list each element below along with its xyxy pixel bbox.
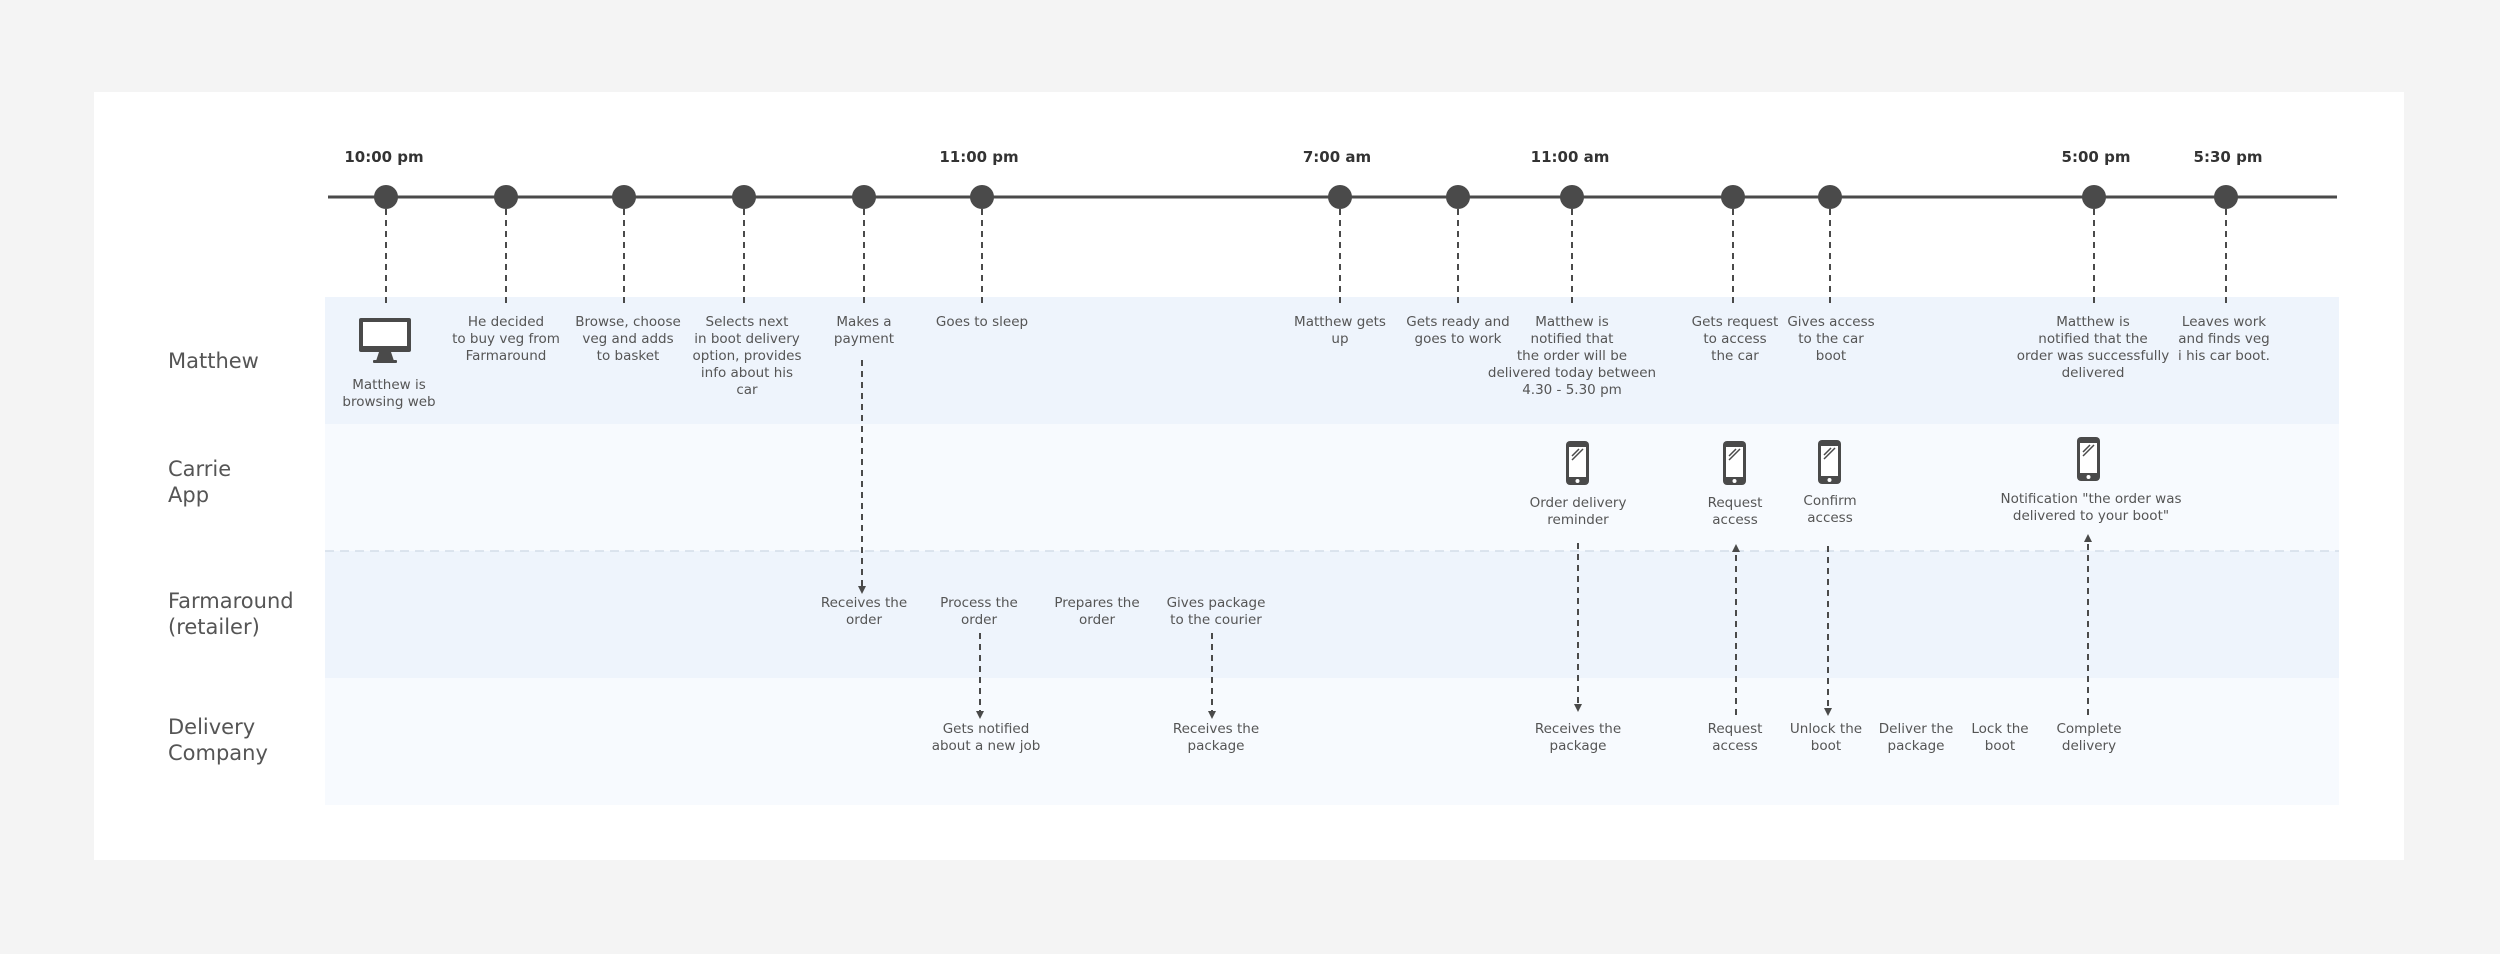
time-label-11am: 11:00 am (1530, 148, 1610, 166)
lane-band-delivery (325, 678, 2339, 805)
lane-band-farmaround (325, 551, 2339, 678)
step-matthew-notified-delivered: Matthew is notified that the order was s… (2016, 314, 2170, 381)
timeline-node (1446, 185, 1470, 209)
step-matthew-ready: Gets ready and goes to work (1406, 314, 1510, 347)
timeline-node (612, 185, 636, 209)
step-retailer-prepares-order: Prepares the order (1054, 595, 1140, 628)
desktop-icon (359, 318, 411, 363)
timeline-node (1560, 185, 1584, 209)
timeline-node (2082, 185, 2106, 209)
timeline-node (2214, 185, 2238, 209)
lane-band-matthew (325, 297, 2339, 424)
step-matthew-payment: Makes a payment (833, 314, 895, 347)
step-matthew-decided: He decided to buy veg from Farmaround (452, 314, 560, 364)
step-matthew-notified: Matthew is notified that the order will … (1487, 314, 1657, 398)
step-delivery-unlock: Unlock the boot (1789, 721, 1863, 754)
timeline-node (852, 185, 876, 209)
timeline-node (374, 185, 398, 209)
step-retailer-gives-package: Gives package to the courier (1166, 595, 1266, 628)
step-matthew-browsing: Matthew is browsing web (342, 377, 436, 410)
time-label-7am: 7:00 am (1302, 148, 1372, 166)
time-label-530pm: 5:30 pm (2193, 148, 2263, 166)
step-delivery-receives-package: Receives the package (1172, 721, 1260, 754)
step-delivery-receives-package-2: Receives the package (1534, 721, 1622, 754)
step-delivery-lock: Lock the boot (1971, 721, 2029, 754)
step-matthew-browse: Browse, choose veg and adds to basket (575, 314, 681, 364)
step-app-confirm-access: Confirm access (1803, 493, 1857, 526)
lane-band-carrie-app (325, 424, 2339, 551)
timeline-node (494, 185, 518, 209)
time-label-5pm: 5:00 pm (2061, 148, 2131, 166)
timeline-node (1328, 185, 1352, 209)
mobile-phone-icon (2077, 437, 2100, 481)
step-matthew-gets-up: Matthew gets up (1294, 314, 1386, 347)
time-label-10pm: 10:00 pm (344, 148, 424, 166)
time-label-11pm: 11:00 pm (939, 148, 1019, 166)
step-retailer-receives-order: Receives the order (820, 595, 908, 628)
lane-label-delivery: Delivery Company (168, 715, 268, 765)
lane-label-carrie-app: Carrie App (168, 457, 232, 507)
timeline-node (970, 185, 994, 209)
mobile-phone-icon (1566, 441, 1589, 485)
step-delivery-notified-job: Gets notified about a new job (931, 721, 1041, 754)
step-matthew-gives-access: Gives access to the car boot (1787, 314, 1875, 364)
step-matthew-selects: Selects next in boot delivery option, pr… (692, 314, 802, 398)
step-retailer-process-order: Process the order (940, 595, 1018, 628)
step-matthew-sleep: Goes to sleep (935, 314, 1029, 330)
timeline-node (1721, 185, 1745, 209)
step-delivery-deliver: Deliver the package (1878, 721, 1954, 754)
timeline-node (732, 185, 756, 209)
step-delivery-request-access: Request access (1707, 721, 1763, 754)
lane-label-matthew: Matthew (168, 349, 259, 373)
step-app-notification: Notification "the order was delivered to… (2000, 491, 2182, 524)
step-delivery-complete: Complete delivery (2056, 721, 2122, 754)
step-app-reminder: Order delivery reminder (1529, 495, 1627, 528)
mobile-phone-icon (1818, 440, 1841, 484)
mobile-phone-icon (1723, 441, 1746, 485)
step-matthew-request: Gets request to access the car (1691, 314, 1779, 364)
step-matthew-leaves: Leaves work and finds veg i his car boot… (2178, 314, 2270, 364)
timeline-node (1818, 185, 1842, 209)
lane-label-farmaround: Farmaround (retailer) (168, 589, 294, 639)
step-app-request-access: Request access (1707, 495, 1763, 528)
